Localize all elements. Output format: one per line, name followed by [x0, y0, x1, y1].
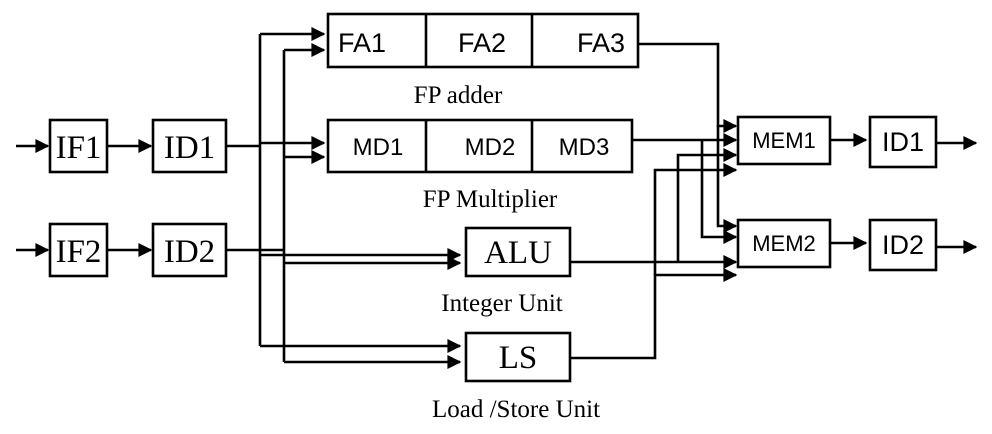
- alu-label: ALU: [484, 235, 552, 271]
- stage-mem1: MEM1: [736, 115, 832, 166]
- output-id1-label: ID1: [882, 127, 924, 157]
- ls-label: LS: [499, 340, 538, 376]
- ls-to-mem2: [570, 268, 738, 360]
- stage-mem1-label: MEM1: [752, 128, 816, 153]
- stage-if1-label: IF1: [56, 130, 102, 166]
- md3-to-mem2: [700, 140, 738, 244]
- stage-id2: ID2: [151, 222, 228, 278]
- ls-to-mem1: [653, 163, 738, 275]
- output-id2: ID2: [868, 218, 938, 272]
- integer-unit-caption: Integer Unit: [441, 290, 563, 317]
- load-store-unit-caption: Load /Store Unit: [432, 396, 600, 423]
- stage-mem2: MEM2: [736, 218, 832, 269]
- fp-multiplier-segment-2: MD2: [465, 134, 516, 161]
- fp-multiplier-segment-1: MD1: [353, 134, 404, 161]
- fa3-to-mem1: [638, 42, 738, 133]
- alu-to-mem1: [676, 148, 738, 262]
- fp-multiplier-unit: MD1 MD2 MD3: [326, 118, 634, 174]
- stage-if2-label: IF2: [56, 234, 102, 270]
- fp-adder-segment-1: FA1: [338, 28, 386, 58]
- connection-wires: [16, 27, 978, 369]
- fp-adder-unit: FA1 FA2 FA3: [326, 12, 640, 69]
- stage-mem2-label: MEM2: [752, 231, 816, 256]
- stage-if2: IF2: [48, 222, 109, 278]
- fa3-to-mem2: [716, 126, 738, 233]
- stage-id1: ID1: [151, 118, 228, 174]
- output-id2-label: ID2: [882, 230, 924, 260]
- integer-unit: ALU: [464, 226, 572, 278]
- fp-multiplier-segment-3: MD3: [559, 134, 610, 161]
- fp-multiplier-caption: FP Multiplier: [423, 186, 558, 213]
- load-store-unit: LS: [464, 331, 572, 383]
- fp-adder-segment-2: FA2: [458, 28, 506, 58]
- fp-adder-caption: FP adder: [414, 82, 503, 109]
- output-id1: ID1: [868, 115, 938, 169]
- stage-id2-label: ID2: [164, 234, 215, 270]
- stage-if1: IF1: [48, 118, 109, 174]
- stage-id1-label: ID1: [164, 130, 215, 166]
- fp-adder-segment-3: FA3: [577, 28, 625, 58]
